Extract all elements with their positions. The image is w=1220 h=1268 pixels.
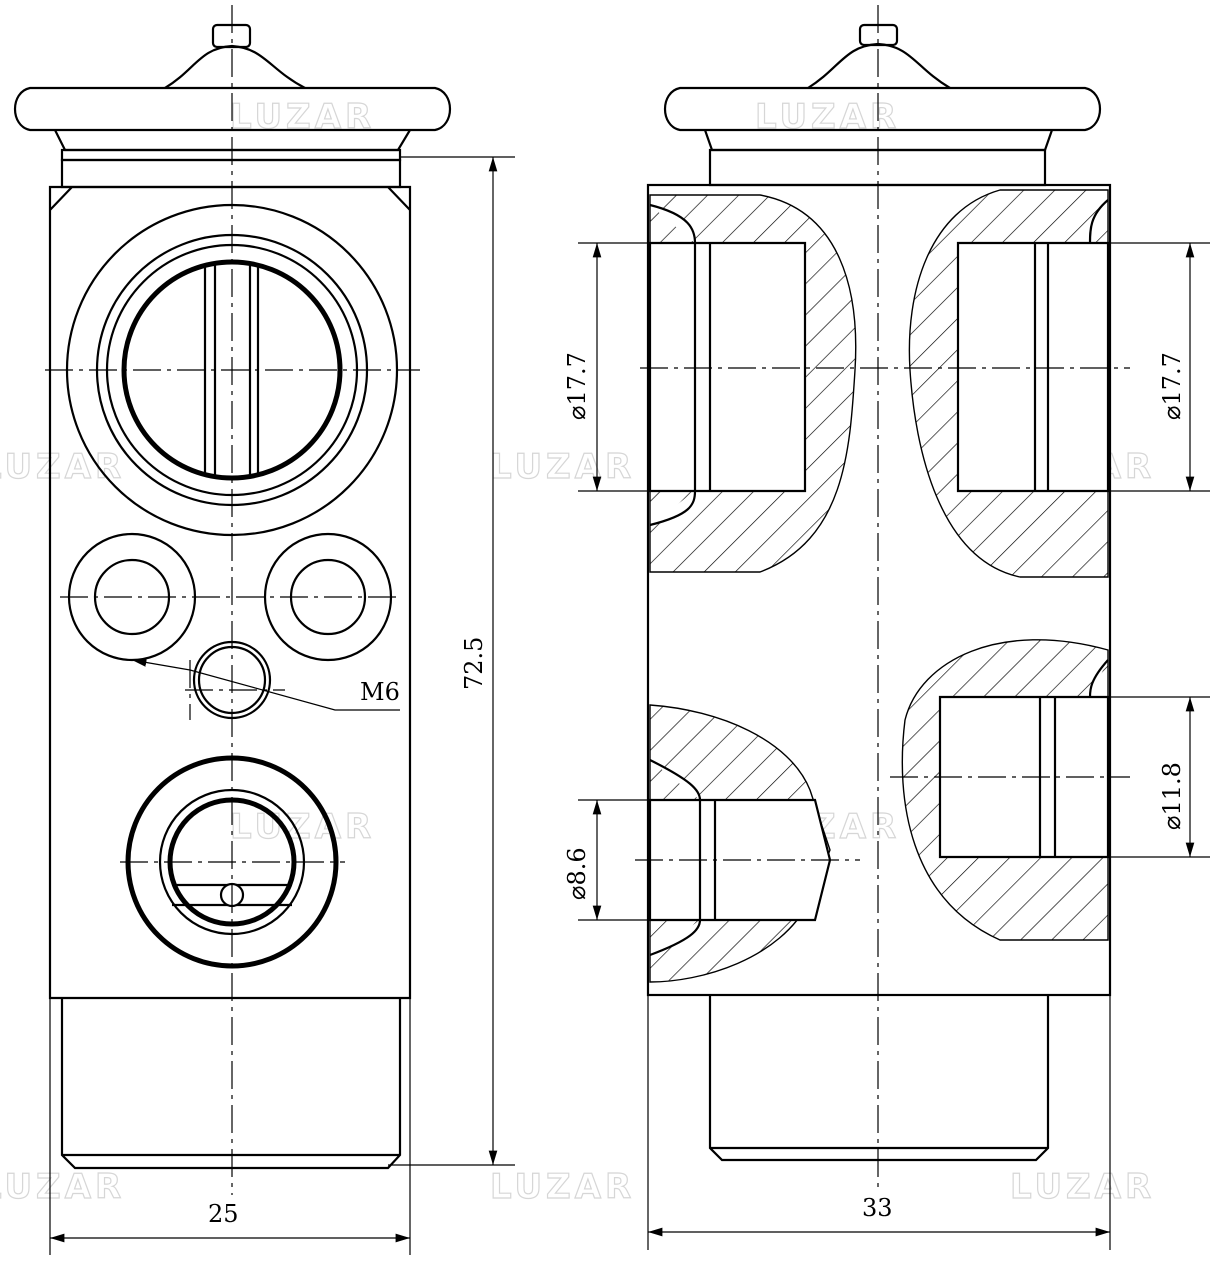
height-dimension: 72.5 — [388, 156, 515, 1166]
thread-label: M6 — [360, 678, 400, 706]
width-side-label: 33 — [862, 1194, 893, 1222]
valve-body — [48, 185, 412, 1000]
dimension-port-bottom-right: ⌀11.8 — [1045, 696, 1210, 858]
valve-stem — [60, 998, 402, 1170]
svg-text:LUZAR: LUZAR — [490, 1167, 635, 1207]
thread-callout: M6 — [132, 660, 400, 711]
width-dimension-front: 25 — [49, 998, 411, 1255]
svg-text:LUZAR: LUZAR — [0, 447, 125, 487]
svg-text:LUZAR: LUZAR — [1010, 1167, 1155, 1207]
front-centerlines — [45, 5, 420, 1195]
dimension-port-top-left: ⌀17.7 — [563, 242, 700, 492]
valve-cap — [14, 23, 451, 189]
port-top-left-label: ⌀17.7 — [563, 352, 591, 420]
front-view: M6 72.5 25 — [14, 5, 515, 1255]
height-label: 72.5 — [460, 637, 488, 690]
svg-text:LUZAR: LUZAR — [230, 807, 375, 847]
valve-stem-side — [708, 995, 1050, 1162]
width-dimension-side: 33 — [647, 995, 1111, 1250]
width-front-label: 25 — [208, 1200, 239, 1228]
port-bottom-left-label: ⌀8.6 — [563, 847, 591, 900]
bores — [648, 199, 1110, 957]
valve-body-side — [646, 183, 1112, 997]
port-bottom-right-label: ⌀11.8 — [1158, 762, 1186, 830]
svg-text:LUZAR: LUZAR — [0, 1167, 125, 1207]
svg-text:LUZAR: LUZAR — [490, 447, 635, 487]
port-top-right-label: ⌀17.7 — [1158, 352, 1186, 420]
side-view: ⌀17.7 ⌀17.7 ⌀8.6 ⌀11.8 33 — [563, 5, 1210, 1250]
dimension-port-bottom-left: ⌀8.6 — [563, 799, 700, 921]
dimension-port-top-right: ⌀17.7 — [1040, 242, 1210, 492]
side-centerlines — [635, 5, 1130, 1190]
